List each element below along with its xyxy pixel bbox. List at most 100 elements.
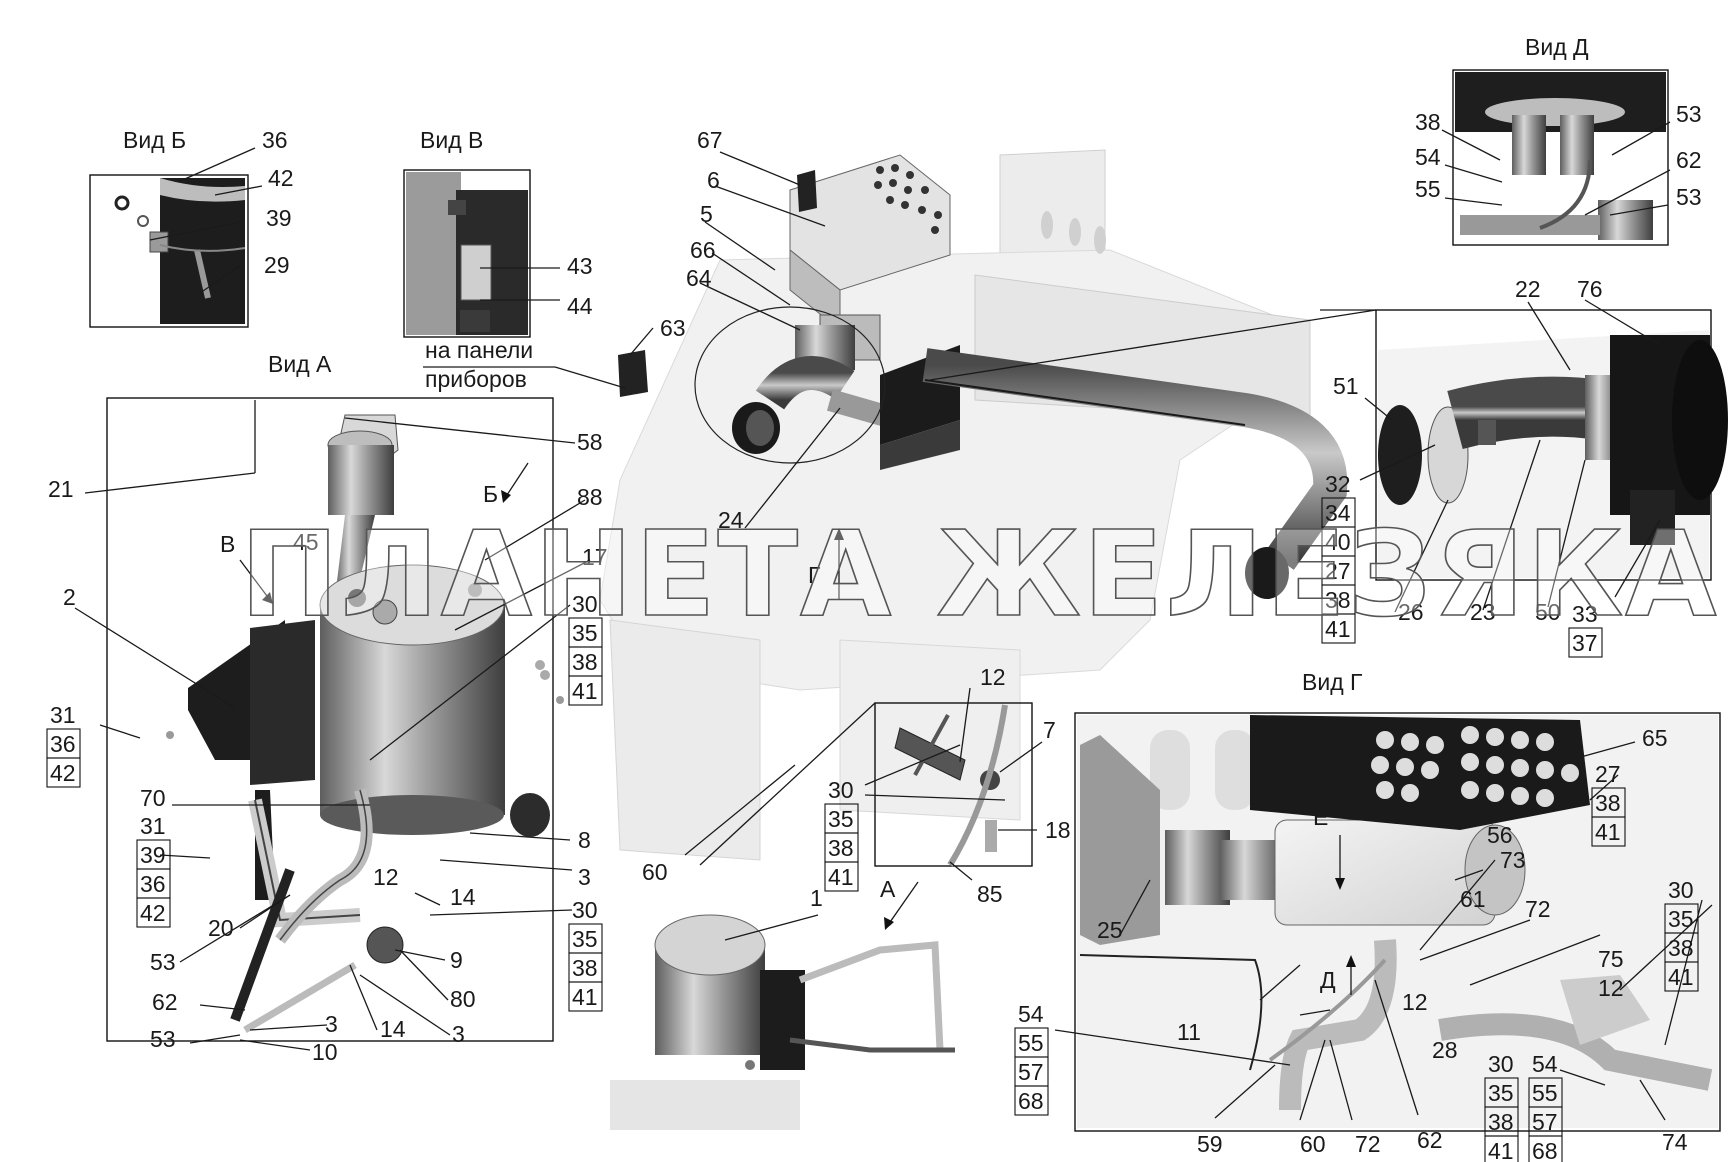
callout-74: 74 — [1662, 1129, 1688, 1155]
callout-43: 43 — [567, 253, 593, 279]
callout-60a: 60 — [642, 859, 668, 885]
callout-12g: 12 — [1598, 975, 1624, 1001]
callout-3c: 3 — [452, 1021, 465, 1047]
callout-20: 20 — [208, 915, 234, 941]
callout-s30g-30: 30 — [1668, 877, 1694, 903]
callout-72a: 72 — [1525, 896, 1551, 922]
callout-53a: 53 — [150, 949, 176, 975]
callout-9: 9 — [450, 947, 463, 973]
callout-box — [1568, 627, 1603, 658]
callout-box — [1591, 816, 1626, 847]
callout-3b: 3 — [325, 1011, 338, 1037]
callout-70: 70 — [140, 785, 166, 811]
arrow-letter-d: Д — [1320, 967, 1336, 993]
callout-s54a-54: 54 — [1018, 1001, 1044, 1027]
callout-s30g-35: 35 — [1668, 906, 1694, 932]
callout-s30g-38: 38 — [1668, 935, 1694, 961]
view-arrow-letters: Б В А Г Е Д — [220, 481, 1336, 993]
view-v-inset — [403, 169, 531, 338]
callout-s54b-54: 54 — [1532, 1051, 1558, 1077]
callout-s30c-38: 38 — [828, 835, 854, 861]
callout-53d1: 53 — [1676, 101, 1702, 127]
callout-s32-38: 38 — [1325, 587, 1351, 613]
callout-s54a-68: 68 — [1018, 1088, 1044, 1114]
callout-76: 76 — [1577, 276, 1603, 302]
callout-54d: 54 — [1415, 144, 1441, 170]
callout-s31b-31: 31 — [140, 813, 166, 839]
callout-85: 85 — [977, 881, 1003, 907]
callout-s54a-57: 57 — [1018, 1059, 1044, 1085]
callout-box — [1484, 1135, 1519, 1162]
callout-s54b-57: 57 — [1532, 1109, 1558, 1135]
callout-s31a-42: 42 — [50, 760, 76, 786]
callout-80: 80 — [450, 986, 476, 1012]
callout-88: 88 — [577, 484, 603, 510]
watermark: ПЛАНЕТА ЖЕЛЕЗЯКА — [240, 505, 1718, 643]
callout-22: 22 — [1515, 276, 1541, 302]
callout-65: 65 — [1642, 725, 1668, 751]
callout-42: 42 — [268, 165, 294, 191]
callout-s31b-42: 42 — [140, 900, 166, 926]
leader-lines — [74, 121, 1713, 1121]
view-v-title: Вид В — [420, 127, 483, 153]
view-a-frame — [106, 397, 554, 1042]
callout-12g2: 12 — [1402, 989, 1428, 1015]
callout-28: 28 — [1432, 1037, 1458, 1063]
arrow-letter-v: В — [220, 531, 235, 557]
callout-2: 2 — [63, 584, 76, 610]
callout-23: 23 — [1470, 599, 1496, 625]
callout-21: 21 — [48, 476, 74, 502]
callout-s30c-35: 35 — [828, 806, 854, 832]
callout-14a: 14 — [450, 884, 476, 910]
callout-s31b-39: 39 — [140, 842, 166, 868]
callout-53b: 53 — [150, 1026, 176, 1052]
callout-s30c-30: 30 — [828, 777, 854, 803]
cab-floor-drawing — [599, 149, 1311, 861]
callout-29: 29 — [264, 252, 290, 278]
callout-s30h-41: 41 — [1488, 1138, 1514, 1162]
view-v-frame — [403, 169, 531, 338]
callout-39: 39 — [266, 205, 292, 231]
callout-s30b-30: 30 — [572, 897, 598, 923]
callout-14b: 14 — [380, 1016, 406, 1042]
view-a-inset — [106, 397, 564, 1042]
callout-s33-33: 33 — [1572, 601, 1598, 627]
callout-s30h-38: 38 — [1488, 1109, 1514, 1135]
callout-75: 75 — [1598, 946, 1624, 972]
view-d-inset — [1452, 69, 1669, 246]
callout-s54a-55: 55 — [1018, 1030, 1044, 1056]
callout-56: 56 — [1487, 822, 1513, 848]
callout-17: 17 — [582, 544, 608, 570]
callout-box — [1014, 1085, 1049, 1116]
callout-box — [824, 861, 859, 892]
callout-25: 25 — [1097, 917, 1123, 943]
view-g-frame — [1074, 712, 1721, 1132]
callout-s33-37: 37 — [1572, 630, 1598, 656]
callout-53d2: 53 — [1676, 184, 1702, 210]
view-b-frame — [89, 174, 249, 328]
callout-s30h-35: 35 — [1488, 1080, 1514, 1106]
callout-24: 24 — [718, 507, 744, 533]
callout-63: 63 — [660, 315, 686, 341]
clamp-detail-inset — [874, 702, 1033, 867]
callout-s30b-38: 38 — [572, 955, 598, 981]
callout-8: 8 — [578, 827, 591, 853]
callout-s32-27: 27 — [1325, 558, 1351, 584]
callout-36: 36 — [262, 127, 288, 153]
callout-44: 44 — [567, 293, 593, 319]
callout-59: 59 — [1197, 1131, 1223, 1157]
callout-3a: 3 — [578, 864, 591, 890]
callout-s30a-41: 41 — [572, 678, 598, 704]
callout-s31a-31: 31 — [50, 702, 76, 728]
callout-62d: 62 — [1676, 147, 1702, 173]
callout-51: 51 — [1333, 373, 1359, 399]
view-g-inset — [1074, 712, 1721, 1132]
callout-s30h-30: 30 — [1488, 1051, 1514, 1077]
callout-7: 7 — [1043, 717, 1056, 743]
callout-38d: 38 — [1415, 109, 1441, 135]
callout-box — [46, 757, 81, 788]
callout-s54b-55: 55 — [1532, 1080, 1558, 1106]
view-g-title: Вид Г — [1302, 669, 1363, 695]
